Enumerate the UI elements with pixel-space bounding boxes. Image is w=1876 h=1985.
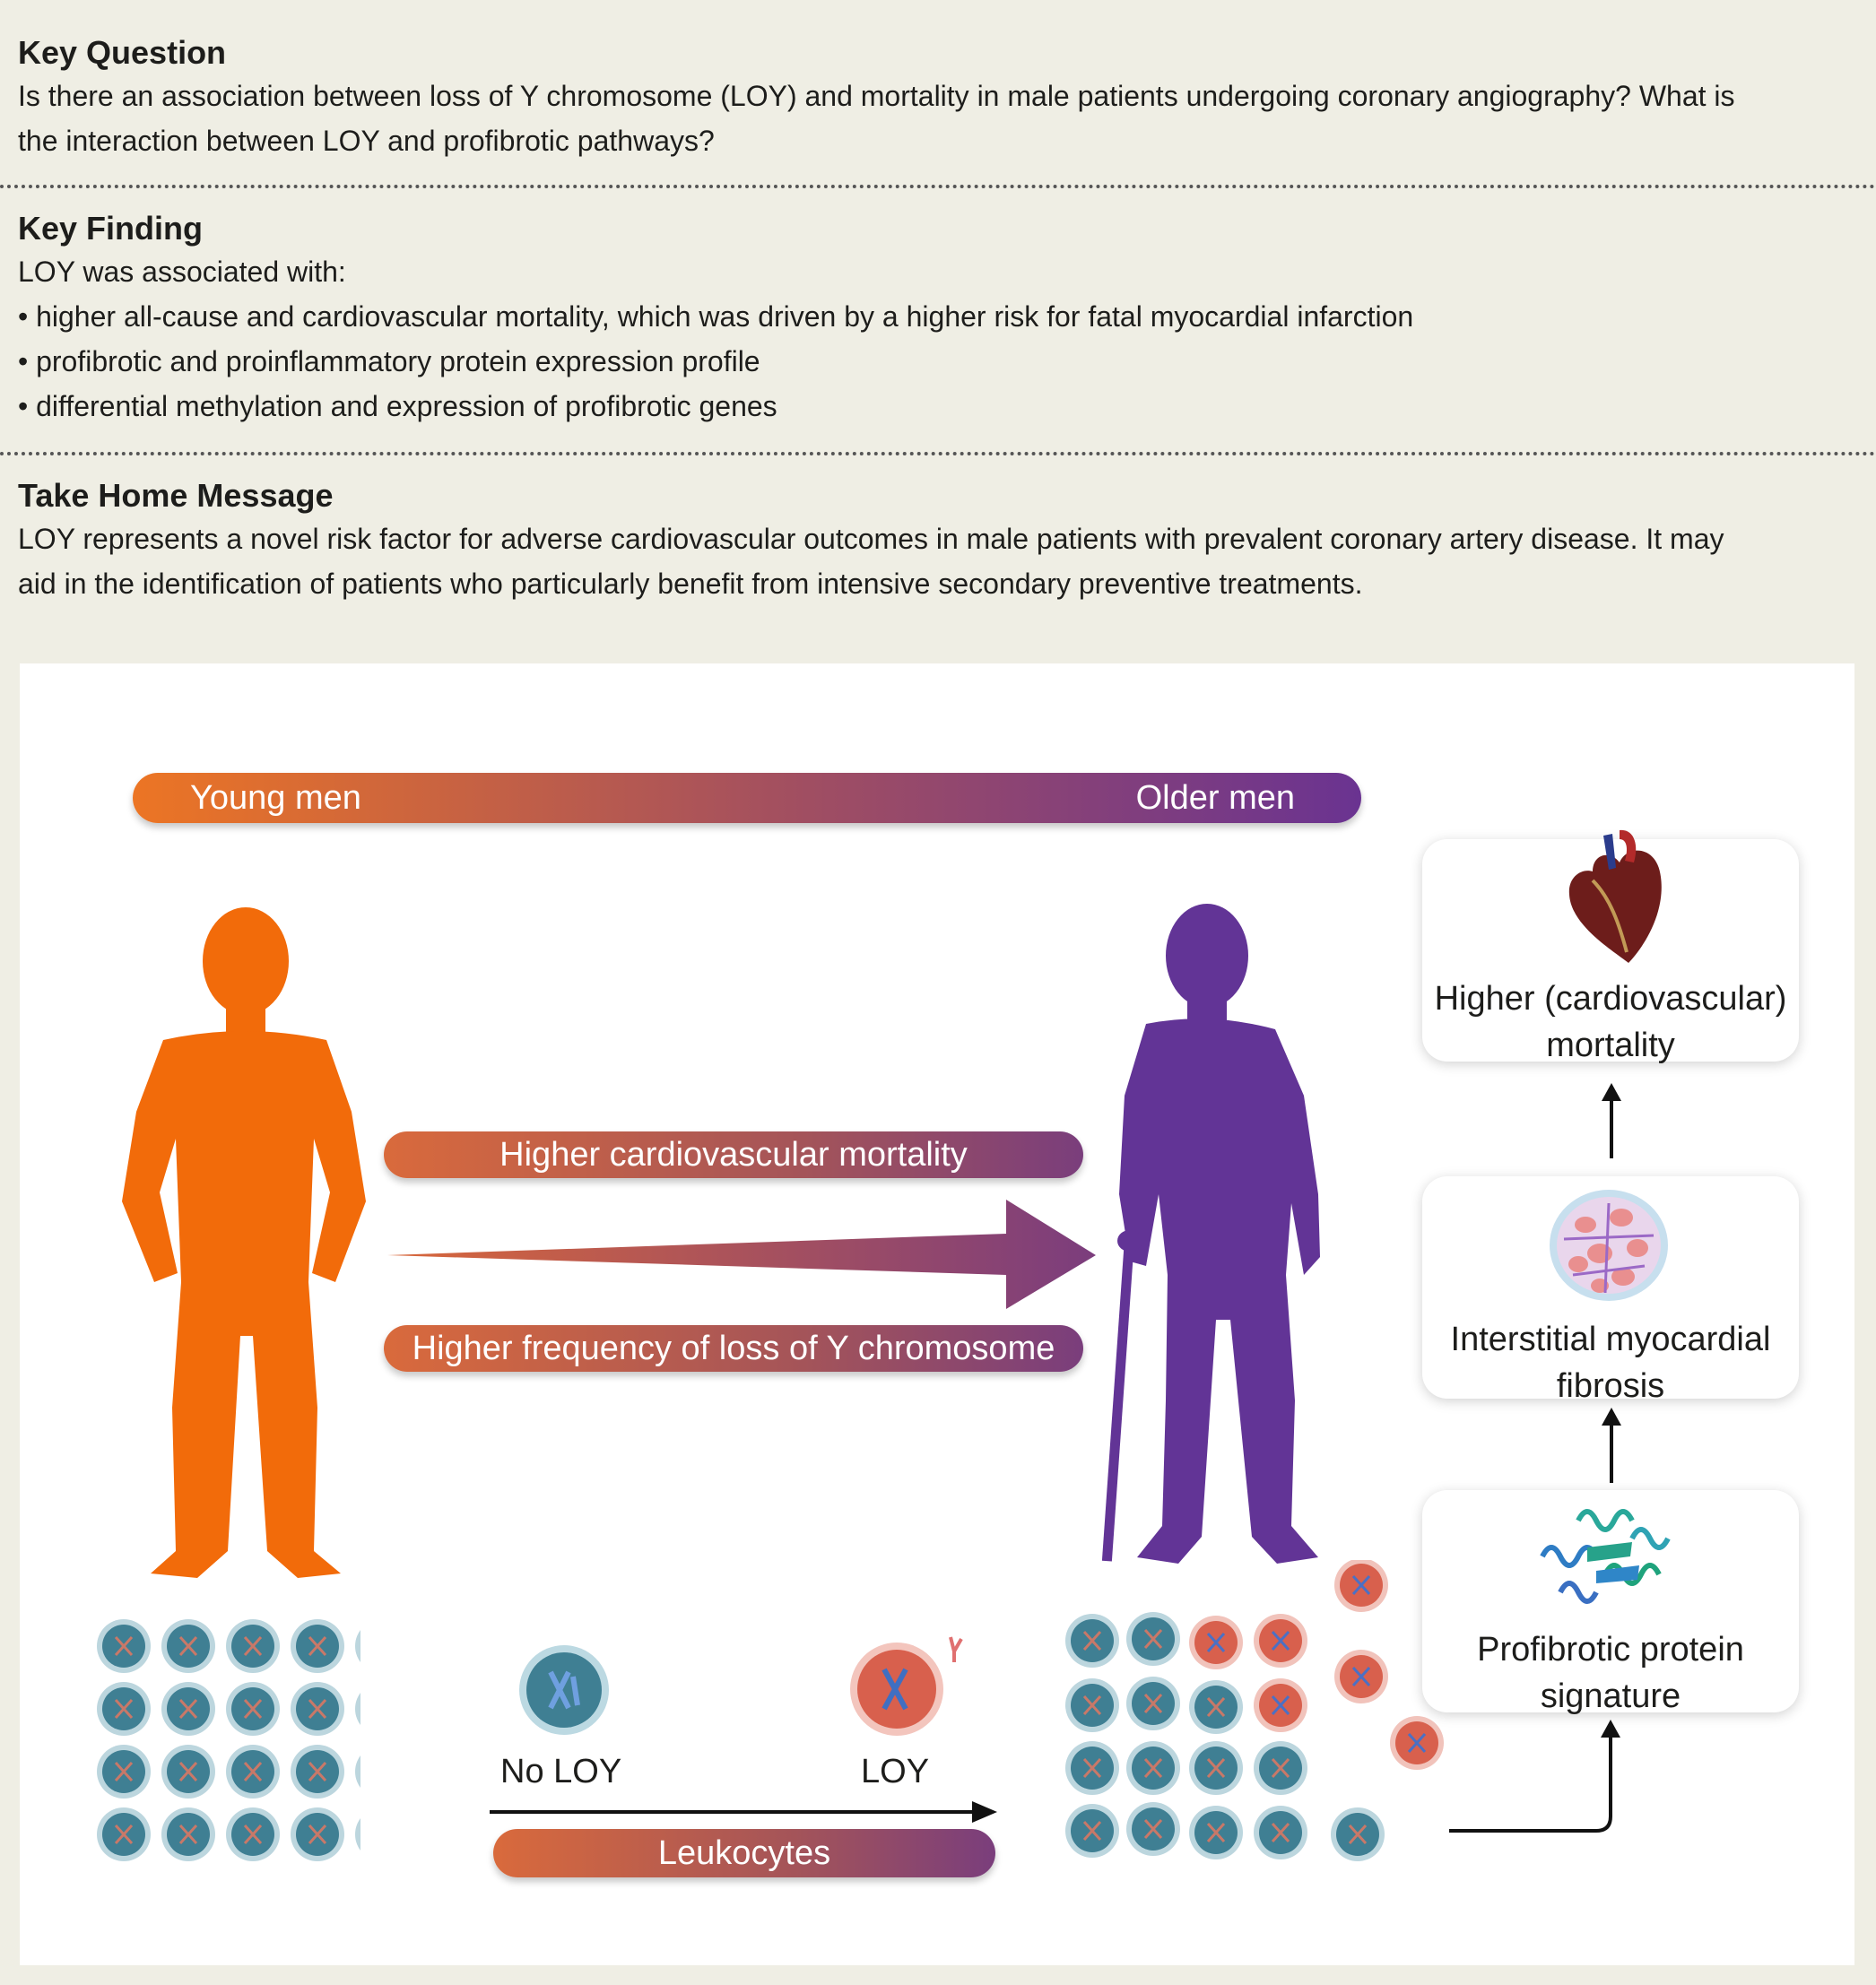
normal-leukocyte	[1126, 1677, 1180, 1730]
normal-leukocyte	[355, 1630, 360, 1662]
mortality-box-label: Higher (cardiovascular) mortality	[1434, 980, 1787, 1064]
normal-leukocyte	[97, 1745, 151, 1799]
loy-cell-icon	[850, 1636, 963, 1736]
leukocytes-bar-label: Leukocytes	[657, 1834, 831, 1872]
normal-leukocyte	[1065, 1614, 1119, 1668]
normal-leukocyte	[161, 1682, 215, 1736]
progression-arrow	[387, 1200, 1096, 1309]
loy-leukocyte	[1254, 1614, 1307, 1668]
normal-leukocyte	[161, 1619, 215, 1673]
normal-leukocyte	[97, 1619, 151, 1673]
normal-leukocyte	[1065, 1741, 1119, 1795]
age-gradient-bar: Young men Older men	[133, 773, 1361, 823]
graphical-abstract-panel: Young men Older men Higher cardiovascula…	[20, 663, 1854, 1965]
loy-leukocyte	[1390, 1716, 1444, 1770]
take-home-heading: Take Home Message	[18, 477, 334, 514]
take-home-line-1: LOY represents a novel risk factor for a…	[18, 523, 1724, 555]
normal-leukocyte	[355, 1818, 360, 1851]
mortality-bar-label: Higher cardiovascular mortality	[499, 1136, 968, 1174]
normal-leukocyte	[1189, 1680, 1243, 1734]
normal-leukocyte	[1126, 1612, 1180, 1666]
normal-leukocyte	[1189, 1806, 1243, 1859]
normal-leukocyte	[1254, 1741, 1307, 1795]
fibrosis-box: Interstitial myocardial fibrosis	[1422, 1176, 1799, 1405]
older-men-label: Older men	[1135, 779, 1295, 817]
normal-leukocyte	[1189, 1741, 1243, 1795]
key-question-section: Key Question Is there an association bet…	[18, 32, 1876, 163]
normal-leukocyte	[1065, 1804, 1119, 1858]
fibrosis-box-label: Interstitial myocardial fibrosis	[1450, 1321, 1771, 1405]
protein-box: Profibrotic protein signature	[1422, 1490, 1799, 1715]
normal-leukocyte	[97, 1682, 151, 1736]
normal-leukocyte	[291, 1745, 344, 1799]
key-question-line-2: the interaction between LOY and profibro…	[18, 125, 715, 157]
no-loy-cell-icon	[519, 1645, 609, 1735]
key-finding-bullet: higher all-cause and cardiovascular mort…	[18, 294, 1876, 339]
key-question-line-1: Is there an association between loss of …	[18, 80, 1735, 112]
take-home-section: Take Home Message LOY represents a novel…	[18, 475, 1876, 606]
normal-leukocyte	[1126, 1741, 1180, 1795]
elbow-arrow-icon	[1449, 1720, 1620, 1833]
young-men-label: Young men	[190, 779, 361, 817]
normal-leukocyte	[226, 1682, 280, 1736]
protein-box-label: Profibrotic protein signature	[1477, 1631, 1744, 1715]
section-divider	[0, 185, 1876, 188]
loy-frequency-gradient-bar: Higher frequency of loss of Y chromosome	[384, 1325, 1083, 1372]
fibrosis-tissue-icon	[1550, 1190, 1668, 1301]
take-home-line-2: aid in the identification of patients wh…	[18, 568, 1363, 600]
normal-leukocyte	[1331, 1807, 1385, 1861]
loy-leukocyte	[1254, 1678, 1307, 1732]
older-leukocyte-grid	[1065, 1560, 1444, 1861]
no-loy-to-loy-arrow	[490, 1801, 997, 1823]
normal-leukocyte	[1065, 1678, 1119, 1732]
normal-leukocyte	[161, 1807, 215, 1861]
loy-leukocyte	[1334, 1650, 1388, 1703]
key-finding-section: Key Finding LOY was associated with: hig…	[18, 208, 1876, 429]
normal-leukocyte	[291, 1682, 344, 1736]
section-divider	[0, 452, 1876, 455]
key-finding-heading: Key Finding	[18, 210, 203, 247]
key-finding-intro: LOY was associated with:	[18, 256, 346, 288]
young-leukocyte-grid	[97, 1619, 360, 1861]
loy-leukocyte	[1334, 1560, 1388, 1612]
key-question-heading: Key Question	[18, 34, 227, 71]
protein-structure-icon	[1540, 1509, 1671, 1604]
arrow-up-icon	[1602, 1408, 1621, 1483]
key-finding-bullet: differential methylation and expression …	[18, 384, 1876, 429]
key-finding-list: higher all-cause and cardiovascular mort…	[18, 294, 1876, 429]
normal-leukocyte	[355, 1755, 360, 1788]
normal-leukocyte	[291, 1619, 344, 1673]
normal-leukocyte	[355, 1693, 360, 1725]
normal-leukocyte	[1254, 1806, 1307, 1859]
normal-leukocyte	[226, 1745, 280, 1799]
mortality-box: Higher (cardiovascular) mortality	[1422, 829, 1799, 1064]
older-man-silhouette	[1101, 904, 1320, 1564]
mortality-gradient-bar: Higher cardiovascular mortality	[384, 1131, 1083, 1178]
loy-label: LOY	[861, 1753, 930, 1790]
heart-icon	[1568, 829, 1662, 963]
normal-leukocyte	[1126, 1802, 1180, 1856]
normal-leukocyte	[97, 1807, 151, 1861]
loy-bar-label: Higher frequency of loss of Y chromosome	[412, 1330, 1055, 1367]
normal-leukocyte	[291, 1807, 344, 1861]
leukocytes-gradient-bar: Leukocytes	[493, 1829, 995, 1877]
young-man-silhouette	[122, 907, 366, 1578]
arrow-up-icon	[1602, 1083, 1621, 1158]
normal-leukocyte	[226, 1619, 280, 1673]
normal-leukocyte	[226, 1807, 280, 1861]
no-loy-label: No LOY	[500, 1753, 622, 1790]
normal-leukocyte	[161, 1745, 215, 1799]
loy-leukocyte	[1189, 1616, 1243, 1669]
key-finding-bullet: profibrotic and proinflammatory protein …	[18, 339, 1876, 384]
